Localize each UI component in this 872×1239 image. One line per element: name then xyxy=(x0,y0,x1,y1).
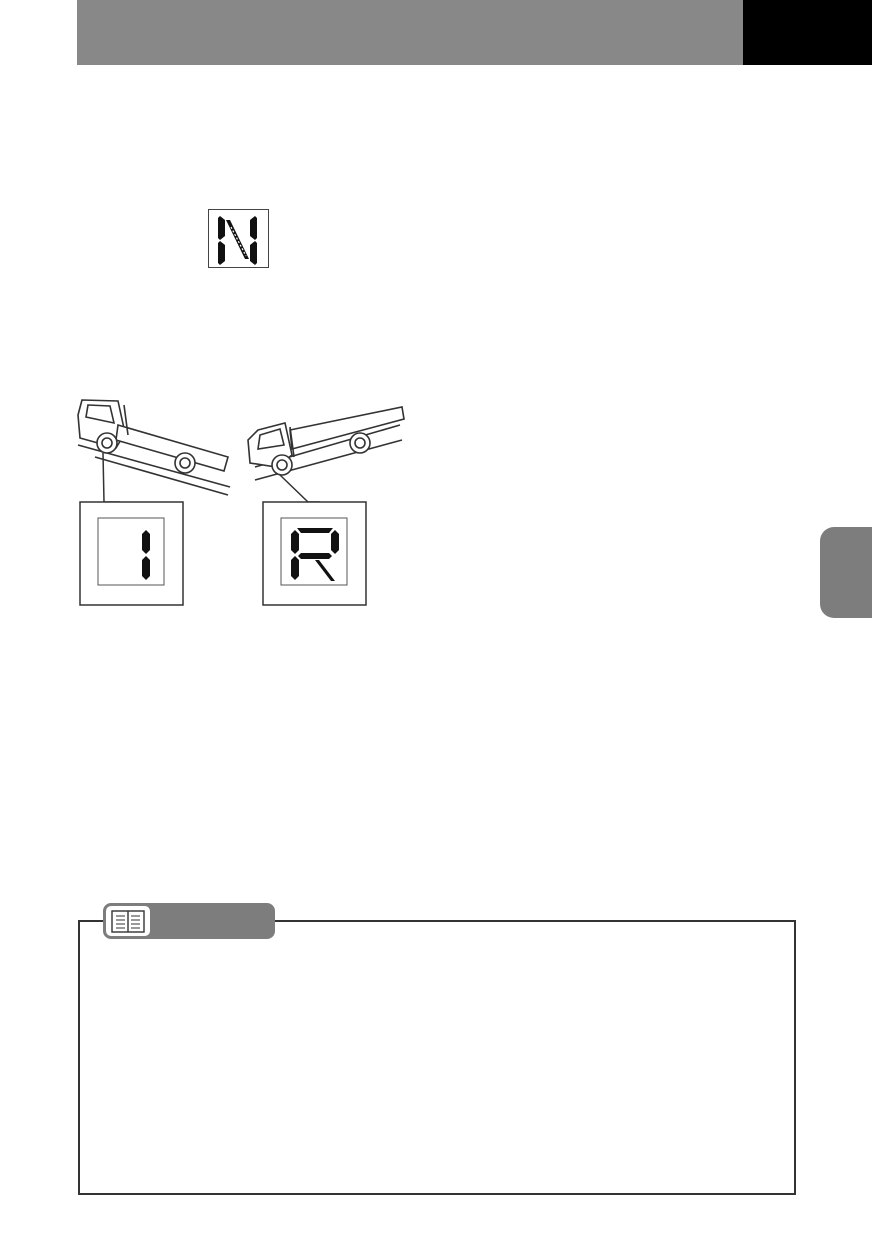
gear-r-segment-icon xyxy=(291,528,339,581)
neutral-gear-display xyxy=(208,209,269,268)
note-box xyxy=(78,920,796,1195)
uphill-truck xyxy=(77,399,231,496)
truck-slope-illustration xyxy=(77,399,405,606)
header-bar xyxy=(77,0,743,65)
n-segment-icon xyxy=(218,216,257,265)
downhill-truck xyxy=(247,406,405,481)
section-side-tab xyxy=(820,527,872,618)
gear-1-segment-icon xyxy=(142,530,150,580)
book-icon xyxy=(106,906,150,936)
header-corner-block xyxy=(743,0,872,65)
